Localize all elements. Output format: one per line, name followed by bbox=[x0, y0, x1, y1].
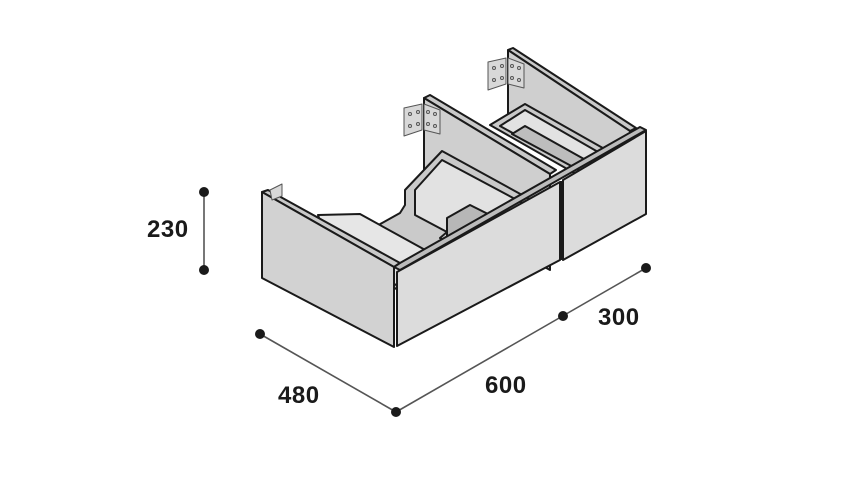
width-dimension-line bbox=[395, 267, 647, 413]
depth-dimension-line bbox=[259, 333, 397, 413]
top-front-rail bbox=[393, 126, 647, 271]
height-dimension-label: 230 bbox=[147, 216, 189, 243]
front-drawer-right bbox=[562, 130, 647, 261]
depth-dimension-label: 480 bbox=[278, 382, 320, 409]
left-side-panel bbox=[261, 191, 395, 348]
width-total-dimension-label: 600 bbox=[485, 372, 527, 399]
wall-bracket-left bbox=[403, 103, 441, 137]
dimension-dots bbox=[199, 187, 651, 417]
wall-bracket-small bbox=[269, 183, 283, 201]
dimension-lines bbox=[203, 192, 647, 413]
width-drawer-dimension-label: 300 bbox=[598, 304, 640, 331]
wall-bracket-right bbox=[487, 57, 525, 91]
